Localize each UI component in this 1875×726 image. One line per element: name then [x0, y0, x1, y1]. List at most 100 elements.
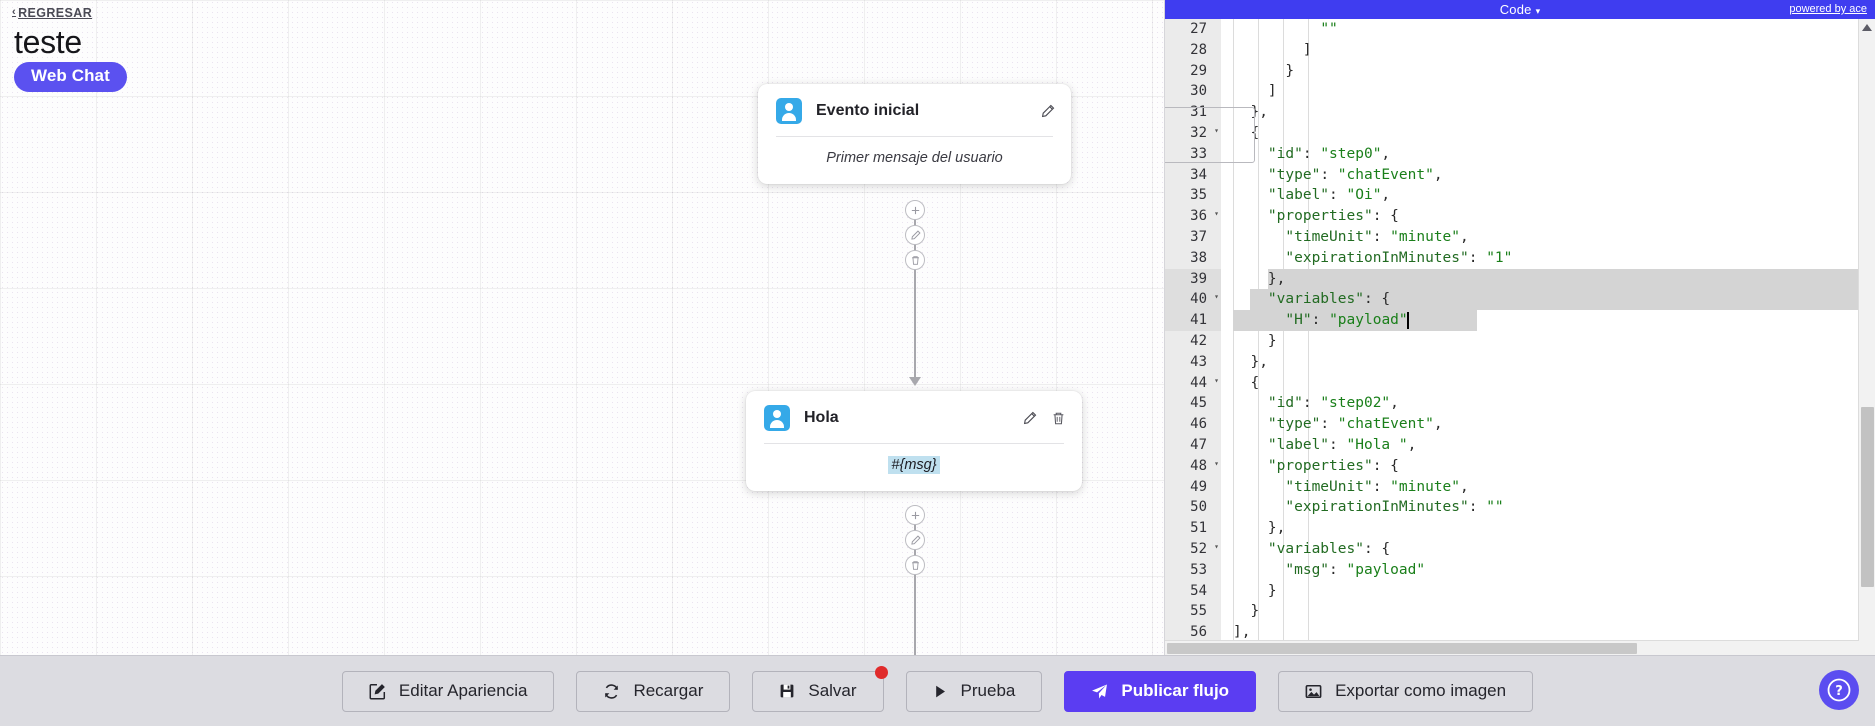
- flow-canvas[interactable]: ‹ REGRESAR teste Web Chat Evento inicial: [0, 0, 1164, 655]
- delete-connector-button[interactable]: [905, 250, 925, 270]
- code-line[interactable]: 54 }: [1165, 580, 1875, 602]
- scrollbar-thumb[interactable]: [1861, 407, 1874, 587]
- chevron-down-icon: ▾: [1535, 6, 1541, 16]
- code-line[interactable]: 35 "label": "Oi",: [1165, 185, 1875, 207]
- edit-icon[interactable]: [1040, 104, 1055, 119]
- code-line-text: "label": "Hola ",: [1267, 436, 1417, 453]
- code-line[interactable]: 40▾ "variables": {: [1165, 289, 1875, 311]
- code-line[interactable]: 36▾ "properties": {: [1165, 206, 1875, 227]
- save-button[interactable]: Salvar: [752, 665, 888, 712]
- line-number: 46: [1165, 414, 1221, 435]
- code-line[interactable]: 38 "expirationInMinutes": "1": [1165, 247, 1875, 269]
- code-line-text: ]: [1233, 83, 1277, 100]
- fold-toggle-icon[interactable]: ▾: [1214, 292, 1219, 302]
- connector-line-2: [914, 508, 916, 655]
- play-icon: [933, 684, 948, 699]
- fold-toggle-icon[interactable]: ▾: [1214, 125, 1219, 135]
- code-line[interactable]: 45 "id": "step02",: [1165, 393, 1875, 415]
- code-line[interactable]: 33 "id": "step0",: [1165, 143, 1875, 165]
- fold-toggle-icon[interactable]: ▾: [1214, 209, 1219, 219]
- editor-vertical-scrollbar[interactable]: [1858, 19, 1875, 655]
- fold-toggle-icon[interactable]: ▾: [1214, 375, 1219, 385]
- publish-flow-button[interactable]: Publicar flujo: [1064, 670, 1257, 712]
- code-line[interactable]: 47 "label": "Hola ",: [1165, 434, 1875, 456]
- code-content[interactable]: 27 ""28 ]29 }30 ]31 },32▾ {33 "id": "ste…: [1165, 19, 1875, 655]
- code-line[interactable]: 48▾ "properties": {: [1165, 455, 1875, 477]
- code-line[interactable]: 50 "expirationInMinutes": "": [1165, 497, 1875, 519]
- line-number: 34: [1165, 164, 1221, 186]
- export-as-image-button[interactable]: Exportar como imagen: [1278, 670, 1534, 712]
- line-number: 56: [1165, 622, 1221, 643]
- code-line[interactable]: 28 ]: [1165, 39, 1875, 61]
- code-line[interactable]: 34 "type": "chatEvent",: [1165, 164, 1875, 186]
- code-line[interactable]: 32▾ {: [1165, 122, 1875, 144]
- button-label: Prueba: [960, 681, 1016, 700]
- add-node-button[interactable]: [905, 200, 925, 220]
- button-label: Editar Apariencia: [398, 681, 528, 700]
- flow-node-hola[interactable]: Hola: [746, 391, 1082, 491]
- line-number: 31: [1165, 102, 1221, 123]
- code-line-text: ]: [1233, 41, 1312, 58]
- code-line[interactable]: 44▾ {: [1165, 372, 1875, 394]
- back-link[interactable]: ‹ REGRESAR: [12, 6, 92, 20]
- delete-connector-button[interactable]: [905, 555, 925, 575]
- code-line[interactable]: 31 },: [1165, 102, 1875, 123]
- code-editor-panel[interactable]: Code▾ powered by ace 27 ""28 ]29 }30 ]31…: [1164, 0, 1875, 655]
- add-node-button[interactable]: [905, 505, 925, 525]
- fold-toggle-icon[interactable]: ▾: [1214, 541, 1219, 551]
- code-line[interactable]: 52▾ "variables": {: [1165, 538, 1875, 560]
- paper-plane-icon: [1091, 683, 1108, 700]
- node-body: #{msg}: [746, 444, 1082, 491]
- line-number: 44▾: [1165, 372, 1221, 394]
- code-line[interactable]: 37 "timeUnit": "minute",: [1165, 226, 1875, 248]
- edit-appearance-button[interactable]: Editar Apariencia: [341, 670, 555, 712]
- pencil-square-icon: [369, 683, 386, 700]
- edit-icon[interactable]: [1022, 411, 1037, 426]
- flow-node-evento-inicial[interactable]: Evento inicial Primer mensaje del usuari…: [758, 84, 1071, 184]
- code-line[interactable]: 51 },: [1165, 518, 1875, 539]
- scrollbar-thumb[interactable]: [1167, 643, 1637, 654]
- delete-icon[interactable]: [1051, 411, 1066, 426]
- indent-guide: [1283, 19, 1284, 655]
- node-title: Hola: [804, 409, 839, 426]
- help-button[interactable]: ?: [1819, 670, 1859, 710]
- code-line[interactable]: 56],: [1165, 622, 1875, 643]
- line-number: 43: [1165, 351, 1221, 373]
- button-label: Recargar: [633, 681, 704, 700]
- edit-connector-button[interactable]: [905, 225, 925, 245]
- reload-button[interactable]: Recargar: [576, 670, 731, 712]
- scroll-up-arrow-icon[interactable]: [1862, 24, 1872, 31]
- code-line[interactable]: 55 }: [1165, 601, 1875, 623]
- code-line[interactable]: 46 "type": "chatEvent",: [1165, 414, 1875, 435]
- code-line[interactable]: 29 }: [1165, 60, 1875, 82]
- code-line-text: },: [1233, 270, 1286, 287]
- back-link-label: REGRESAR: [18, 6, 93, 20]
- image-icon: [1305, 683, 1322, 700]
- code-line[interactable]: 42 }: [1165, 330, 1875, 352]
- fold-toggle-icon[interactable]: ▾: [1214, 458, 1219, 468]
- code-line[interactable]: 30 ]: [1165, 81, 1875, 103]
- delete-icon: [911, 255, 919, 265]
- text-cursor: [1407, 312, 1409, 329]
- code-line-text: "type": "chatEvent",: [1267, 166, 1443, 183]
- code-line[interactable]: 41 "H": "payload": [1165, 310, 1875, 331]
- code-line[interactable]: 53 "msg": "payload": [1165, 559, 1875, 581]
- editor-mode-dropdown[interactable]: Code▾: [1500, 2, 1541, 17]
- line-number: 39: [1165, 268, 1221, 290]
- page-title: teste: [14, 24, 82, 60]
- code-line[interactable]: 39 },: [1165, 268, 1875, 290]
- code-line[interactable]: 43 },: [1165, 351, 1875, 373]
- code-line[interactable]: 27 "": [1165, 19, 1875, 40]
- line-number: 55: [1165, 601, 1221, 623]
- test-button[interactable]: Prueba: [905, 670, 1043, 712]
- indent-guide: [1233, 19, 1234, 655]
- edit-icon: [910, 229, 921, 240]
- code-line[interactable]: 49 "timeUnit": "minute",: [1165, 476, 1875, 498]
- indent-guide: [1308, 19, 1309, 655]
- code-line-text: "": [1320, 21, 1338, 37]
- user-avatar-icon: [776, 98, 802, 124]
- code-line-text: "id": "step0",: [1267, 145, 1391, 162]
- edit-connector-button[interactable]: [905, 530, 925, 550]
- editor-horizontal-scrollbar[interactable]: [1165, 640, 1859, 655]
- powered-by-link[interactable]: powered by ace: [1789, 3, 1867, 15]
